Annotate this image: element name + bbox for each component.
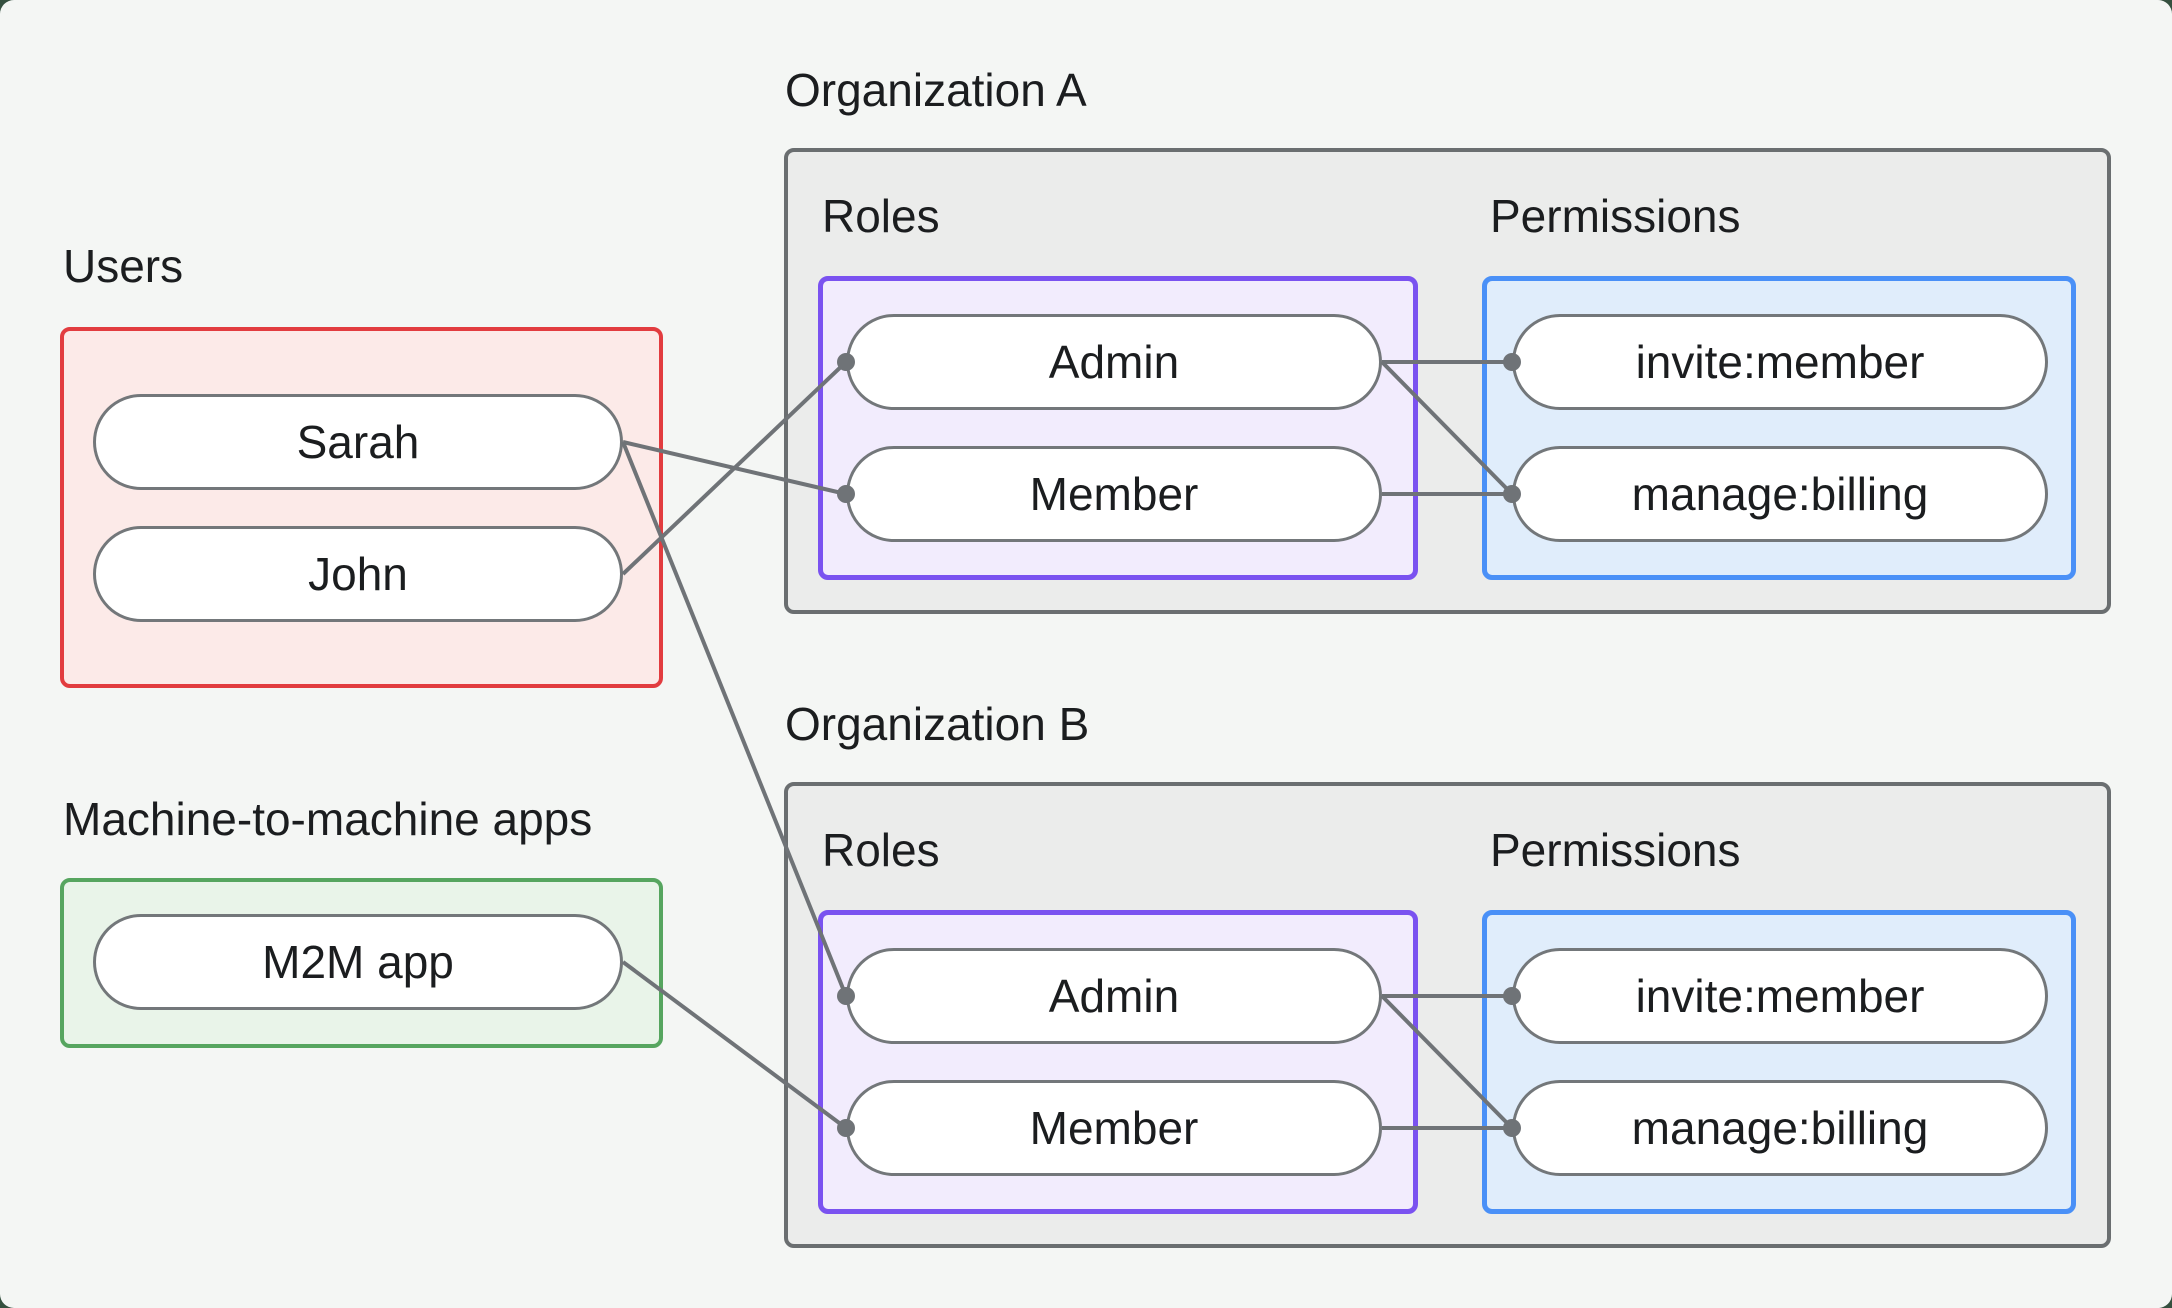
app-node-m2m: M2M app xyxy=(93,914,623,1010)
org-a-title: Organization A xyxy=(785,64,1087,116)
permission-node-org-a-manage: manage:billing xyxy=(1512,446,2048,542)
role-node-org-a-admin-label: Admin xyxy=(1048,336,1180,388)
permission-node-org-a-invite: invite:member xyxy=(1512,314,2048,410)
permission-node-org-a-invite-label: invite:member xyxy=(1635,336,1925,388)
permission-node-org-b-invite: invite:member xyxy=(1512,948,2048,1044)
org-b-title: Organization B xyxy=(785,698,1090,750)
role-node-org-b-admin-label: Admin xyxy=(1048,970,1180,1022)
user-node-sarah-label: Sarah xyxy=(296,416,420,468)
user-node-sarah: Sarah xyxy=(93,394,623,490)
m2m-section-label: Machine-to-machine apps xyxy=(63,793,593,845)
role-node-org-b-admin: Admin xyxy=(846,948,1382,1044)
permission-node-org-b-manage-label: manage:billing xyxy=(1631,1102,1929,1154)
org-a-permissions-label: Permissions xyxy=(1490,190,1741,242)
app-node-m2m-label: M2M app xyxy=(262,936,454,988)
user-node-john-label: John xyxy=(308,548,408,600)
role-node-org-a-member-label: Member xyxy=(1029,468,1199,520)
permission-node-org-b-invite-label: invite:member xyxy=(1635,970,1925,1022)
role-node-org-b-member-label: Member xyxy=(1029,1102,1199,1154)
org-a-roles-label: Roles xyxy=(822,190,940,242)
role-node-org-b-member: Member xyxy=(846,1080,1382,1176)
users-group-box xyxy=(60,327,663,688)
role-node-org-a-admin: Admin xyxy=(846,314,1382,410)
user-node-john: John xyxy=(93,526,623,622)
role-node-org-a-member: Member xyxy=(846,446,1382,542)
users-section-label: Users xyxy=(63,240,184,292)
permission-node-org-b-manage: manage:billing xyxy=(1512,1080,2048,1176)
org-b-roles-label: Roles xyxy=(822,824,940,876)
org-b-permissions-label: Permissions xyxy=(1490,824,1741,876)
permission-node-org-a-manage-label: manage:billing xyxy=(1631,468,1929,520)
